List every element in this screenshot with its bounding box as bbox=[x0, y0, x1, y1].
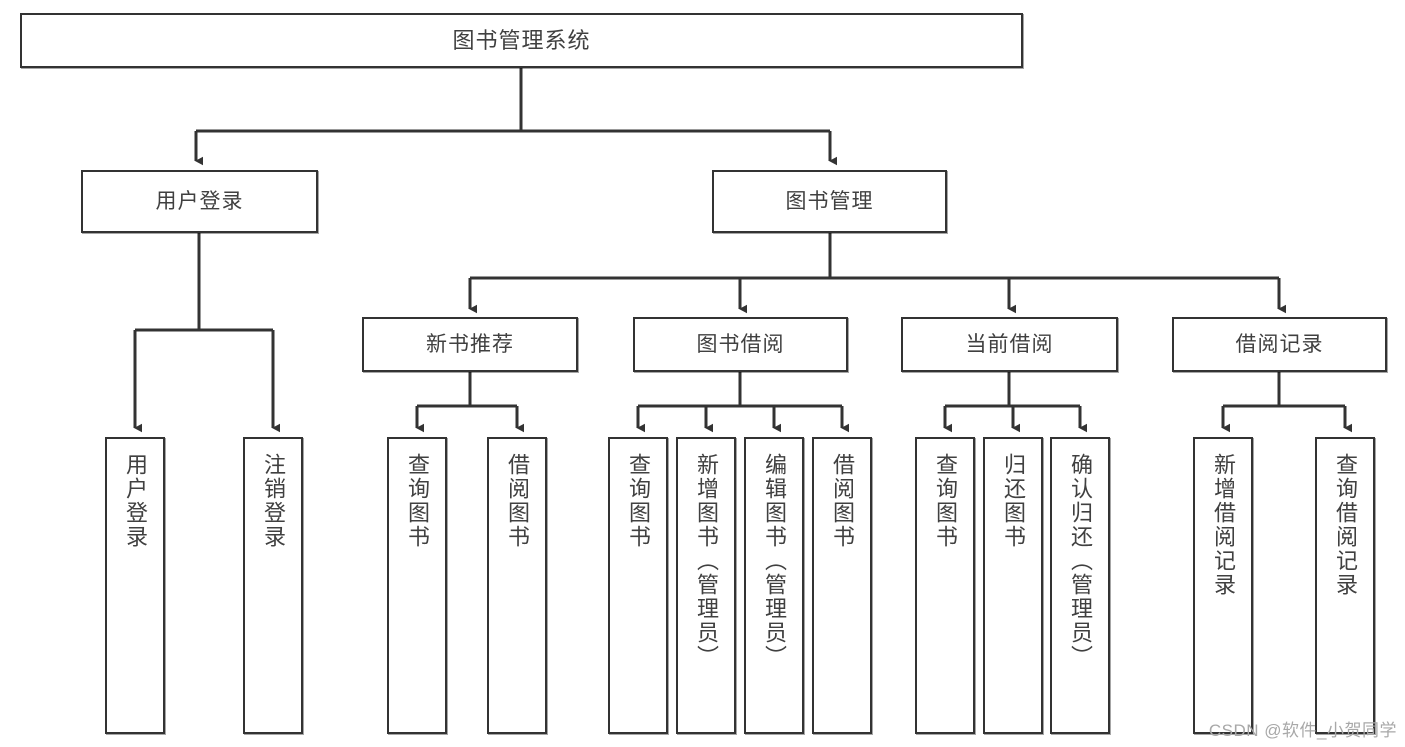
node-label: 查询图书 bbox=[404, 453, 430, 549]
node-label: 借阅图书 bbox=[829, 453, 855, 549]
leaf-edit-book-admin[interactable]: 编辑图书（管理员） bbox=[744, 437, 804, 734]
node-current-borrow[interactable]: 当前借阅 bbox=[901, 317, 1118, 372]
leaf-return-book[interactable]: 归还图书 bbox=[983, 437, 1043, 734]
node-label: 用户登录 bbox=[122, 453, 148, 549]
node-label: 新增图书（管理员） bbox=[693, 453, 719, 669]
node-label: 图书借阅 bbox=[696, 333, 785, 356]
node-borrow-record[interactable]: 借阅记录 bbox=[1172, 317, 1387, 372]
node-label: 新增借阅记录 bbox=[1210, 453, 1236, 597]
node-label: 当前借阅 bbox=[965, 333, 1054, 356]
node-new-book-recommend[interactable]: 新书推荐 bbox=[362, 317, 578, 372]
node-label: 归还图书 bbox=[1000, 453, 1026, 549]
node-label: 查询图书 bbox=[932, 453, 958, 549]
leaf-user-login[interactable]: 用户登录 bbox=[105, 437, 165, 734]
node-book-management[interactable]: 图书管理 bbox=[712, 170, 947, 233]
node-label: 注销登录 bbox=[260, 453, 286, 549]
leaf-query-borrow-record[interactable]: 查询借阅记录 bbox=[1315, 437, 1375, 734]
leaf-logout[interactable]: 注销登录 bbox=[243, 437, 303, 734]
leaf-query-book-recommend[interactable]: 查询图书 bbox=[387, 437, 447, 734]
node-label: 借阅图书 bbox=[504, 453, 530, 549]
leaf-borrow-book-recommend[interactable]: 借阅图书 bbox=[487, 437, 547, 734]
leaf-query-book-current[interactable]: 查询图书 bbox=[915, 437, 975, 734]
node-user-login[interactable]: 用户登录 bbox=[81, 170, 318, 233]
node-label: 图书管理系统 bbox=[452, 27, 591, 53]
leaf-add-borrow-record[interactable]: 新增借阅记录 bbox=[1193, 437, 1253, 734]
node-root[interactable]: 图书管理系统 bbox=[20, 13, 1023, 68]
node-label: 查询借阅记录 bbox=[1332, 453, 1358, 597]
node-label: 查询图书 bbox=[625, 453, 651, 549]
node-book-borrow[interactable]: 图书借阅 bbox=[633, 317, 848, 372]
leaf-borrow-book[interactable]: 借阅图书 bbox=[812, 437, 872, 734]
leaf-query-book-borrow[interactable]: 查询图书 bbox=[608, 437, 668, 734]
node-label: 确认归还（管理员） bbox=[1067, 453, 1093, 669]
leaf-confirm-return-admin[interactable]: 确认归还（管理员） bbox=[1050, 437, 1110, 734]
node-label: 图书管理 bbox=[785, 190, 874, 213]
leaf-add-book-admin[interactable]: 新增图书（管理员） bbox=[676, 437, 736, 734]
node-label: 借阅记录 bbox=[1235, 333, 1324, 356]
node-label: 用户登录 bbox=[155, 190, 244, 213]
node-label: 新书推荐 bbox=[426, 333, 514, 356]
node-label: 编辑图书（管理员） bbox=[761, 453, 787, 669]
